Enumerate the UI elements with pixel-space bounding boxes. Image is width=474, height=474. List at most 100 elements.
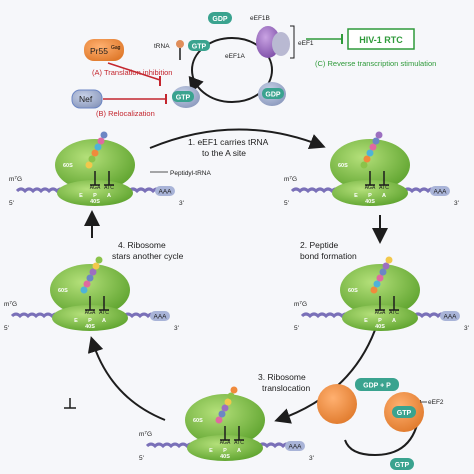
site-e: E: [209, 448, 213, 454]
hiv-rtc-box: [347, 28, 415, 50]
small-subunit: [57, 180, 133, 206]
gtp-top-label: GTP: [192, 44, 207, 51]
five-prime-label: 5': [9, 200, 14, 207]
trna-aa: [176, 40, 184, 48]
hiv-rtc: HIV-1 RTC (C) Reverse transcription stim…: [306, 28, 436, 68]
polya-label: AAA: [433, 189, 447, 196]
cap-label: m7G: [4, 300, 17, 309]
peptide-bead: [360, 161, 368, 169]
gtp-bottom-label: GTP: [395, 462, 410, 469]
codon-a: ATC: [99, 310, 109, 316]
site-e: E: [79, 193, 83, 199]
step4-line1: 4. Ribosome: [118, 240, 166, 250]
site-a: A: [237, 448, 241, 454]
eef1b-partner: [272, 32, 290, 56]
three-prime-label: 3': [454, 200, 459, 207]
peptide-bead: [80, 286, 88, 294]
polya-tail: [155, 186, 175, 196]
peptide-bead: [88, 155, 96, 163]
step3-line2: translocation: [262, 383, 310, 393]
nef-label: Nef: [79, 94, 93, 104]
gtp-pill-top: [188, 40, 210, 51]
codon-a: ATC: [104, 185, 114, 191]
large-subunit: [330, 139, 410, 191]
small-subunit: [52, 305, 128, 331]
small-subunit-label: 40S: [375, 324, 385, 330]
small-subunit: [187, 435, 263, 461]
step1-line1: 1. eEF1 carries tRNA: [188, 137, 269, 147]
peptide-bead: [215, 416, 223, 424]
codon-p: AGA: [375, 310, 386, 316]
site-a: A: [102, 318, 106, 324]
arrow-step4a: [87, 336, 166, 421]
site-p: P: [378, 318, 382, 324]
polya-tail: [430, 186, 450, 196]
peptide-bead: [100, 131, 108, 139]
five-prime-label: 5': [284, 200, 289, 207]
peptide-bead: [363, 155, 371, 163]
site-a: A: [107, 193, 111, 199]
small-subunit-label: 40S: [365, 199, 375, 205]
polya-label: AAA: [288, 444, 302, 451]
small-subunit: [332, 180, 408, 206]
eef1-bracket: [290, 25, 295, 59]
peptide-bead: [94, 143, 102, 151]
pr55-sup: Gag: [111, 45, 121, 51]
site-p: P: [368, 193, 372, 199]
peptide-bead: [230, 386, 238, 394]
codon-a: ATC: [234, 440, 244, 446]
annotation-c: (C) Reverse transcription stimulation: [315, 59, 436, 68]
eef1-cycle-loop: [191, 37, 273, 103]
peptide-bead: [376, 274, 384, 282]
small-subunit-label: 40S: [85, 324, 95, 330]
codon-p: AGA: [85, 310, 96, 316]
eef1b-label: eEF1B: [250, 15, 270, 22]
peptide-bead: [89, 268, 97, 276]
three-prime-label: 3': [174, 325, 179, 332]
annotation-a: (A) Translation inhibition: [92, 68, 172, 77]
large-subunit-label: 60S: [348, 288, 358, 294]
gdp-right-label: GDP: [265, 92, 281, 99]
large-subunit-label: 60S: [193, 418, 203, 424]
step1-line2: to the A site: [202, 148, 246, 158]
step2-line1: 2. Peptide: [300, 240, 339, 250]
peptide-bead: [375, 131, 383, 139]
annotation-b: (B) Relocalization: [96, 109, 155, 118]
five-prime-label: 5': [4, 325, 9, 332]
pr55-blob: [84, 39, 124, 61]
step4-line2: stars another cycle: [112, 251, 184, 261]
large-subunit: [50, 264, 130, 316]
large-subunit: [55, 139, 135, 191]
peptide-bead: [370, 286, 378, 294]
peptide-bead: [86, 274, 94, 282]
codon-a: ATC: [379, 185, 389, 191]
gtp-pill-left: [172, 91, 194, 102]
pr55-label: Pr55: [90, 46, 108, 56]
polya-tail: [440, 311, 460, 321]
large-subunit: [340, 264, 420, 316]
peptide-bead: [224, 398, 232, 406]
site-a: A: [382, 193, 386, 199]
peptide-bead: [379, 268, 387, 276]
peptide-bead: [221, 404, 229, 412]
step2-line2: bond formation: [300, 251, 357, 261]
peptide-bead: [373, 280, 381, 288]
eef2-gtp-label: GTP: [397, 410, 412, 417]
site-p: P: [93, 193, 97, 199]
small-subunit: [342, 305, 418, 331]
large-subunit-label: 60S: [63, 163, 73, 169]
peptide-bead: [83, 280, 91, 288]
released-trna: [64, 398, 76, 409]
nef-blob: [71, 89, 103, 109]
eef2-gtp-pill: [392, 406, 416, 418]
small-subunit-label: 40S: [90, 199, 100, 205]
inhibit-line-a: [107, 62, 161, 81]
polya-label: AAA: [443, 314, 457, 321]
codon-p: AGA: [365, 185, 376, 191]
polya-label: AAA: [158, 189, 172, 196]
polya-tail: [285, 441, 305, 451]
peptide-bead: [372, 137, 380, 145]
